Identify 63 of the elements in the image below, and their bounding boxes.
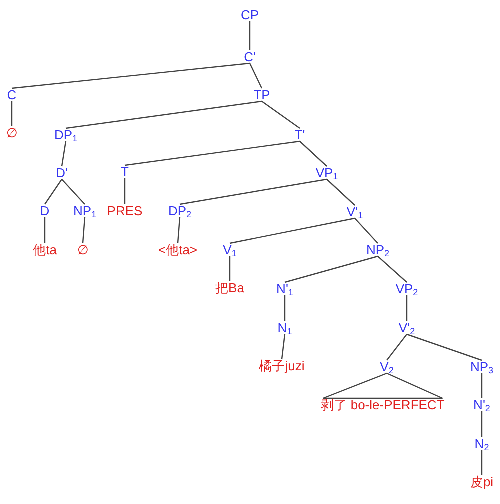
- branch-line: [262, 101, 300, 129]
- category-label: V'$_{1}$: [346, 204, 364, 220]
- branch-line: [249, 22, 251, 50]
- branch-line: [180, 178, 328, 206]
- branch-line: [229, 256, 231, 282]
- category-label: DP$_{1}$: [54, 128, 78, 142]
- branch-line: [378, 256, 408, 283]
- category-label: V$_{1}$: [223, 242, 237, 258]
- triangle-branch: [322, 372, 444, 400]
- category-label: VP$_{1}$: [316, 166, 338, 180]
- category-label: DP$_{2}$: [168, 204, 192, 218]
- word-label: 他ta: [33, 242, 57, 258]
- branch-line: [284, 256, 378, 284]
- category-label: D: [40, 204, 50, 218]
- category-label: N'$_{1}$: [276, 282, 294, 296]
- category-label: NP$_{3}$: [470, 360, 494, 374]
- category-label: VP$_{2}$: [396, 282, 418, 296]
- word-label: PRES: [107, 204, 143, 218]
- branch-line: [284, 296, 286, 322]
- category-label: V$_{2}$: [380, 360, 394, 374]
- branch-line: [62, 179, 86, 205]
- branch-line: [406, 296, 408, 322]
- word-label: 皮pi: [470, 474, 494, 490]
- branch-line: [66, 100, 262, 130]
- category-label: D': [56, 166, 68, 180]
- word-label: 剥了 bo-le-PERFECT: [321, 398, 445, 412]
- word-label: 橘子juzi: [259, 358, 305, 374]
- branch-line: [11, 102, 13, 126]
- branch-line: [354, 218, 378, 244]
- branch-line: [281, 334, 286, 360]
- branch-line: [124, 178, 126, 204]
- branch-line: [481, 450, 483, 476]
- word-label: ∅: [78, 242, 88, 258]
- branch-line: [177, 217, 181, 244]
- branch-line: [300, 141, 328, 167]
- branch-line: [249, 63, 263, 89]
- word-label: 把Ba: [216, 280, 244, 296]
- branch-line: [44, 179, 62, 205]
- category-label: T': [294, 128, 306, 142]
- branch-line: [481, 412, 483, 438]
- word-label: <他ta>: [158, 242, 198, 258]
- branch-line: [230, 218, 356, 244]
- branch-line: [44, 218, 46, 244]
- category-label: N$_{1}$: [278, 320, 292, 336]
- category-label: NP$_{1}$: [73, 204, 97, 218]
- branch-line: [326, 179, 356, 206]
- category-label: C: [7, 88, 17, 102]
- branch-line: [481, 374, 483, 398]
- category-label: N$_{2}$: [474, 436, 490, 452]
- branch-line: [124, 140, 300, 166]
- category-label: C': [244, 50, 256, 64]
- word-label: ∅: [6, 126, 18, 140]
- branch-line: [82, 217, 86, 244]
- branch-line: [406, 334, 482, 362]
- category-label: NP$_{2}$: [366, 242, 390, 258]
- category-label: N'$_{2}$: [474, 398, 490, 412]
- branch-line: [12, 62, 250, 90]
- category-label: T: [121, 164, 129, 180]
- branch-line: [61, 141, 67, 167]
- category-label: CP: [240, 8, 260, 22]
- category-label: V'$_{2}$: [398, 320, 416, 336]
- category-label: TP: [254, 88, 270, 102]
- branch-line: [386, 334, 408, 361]
